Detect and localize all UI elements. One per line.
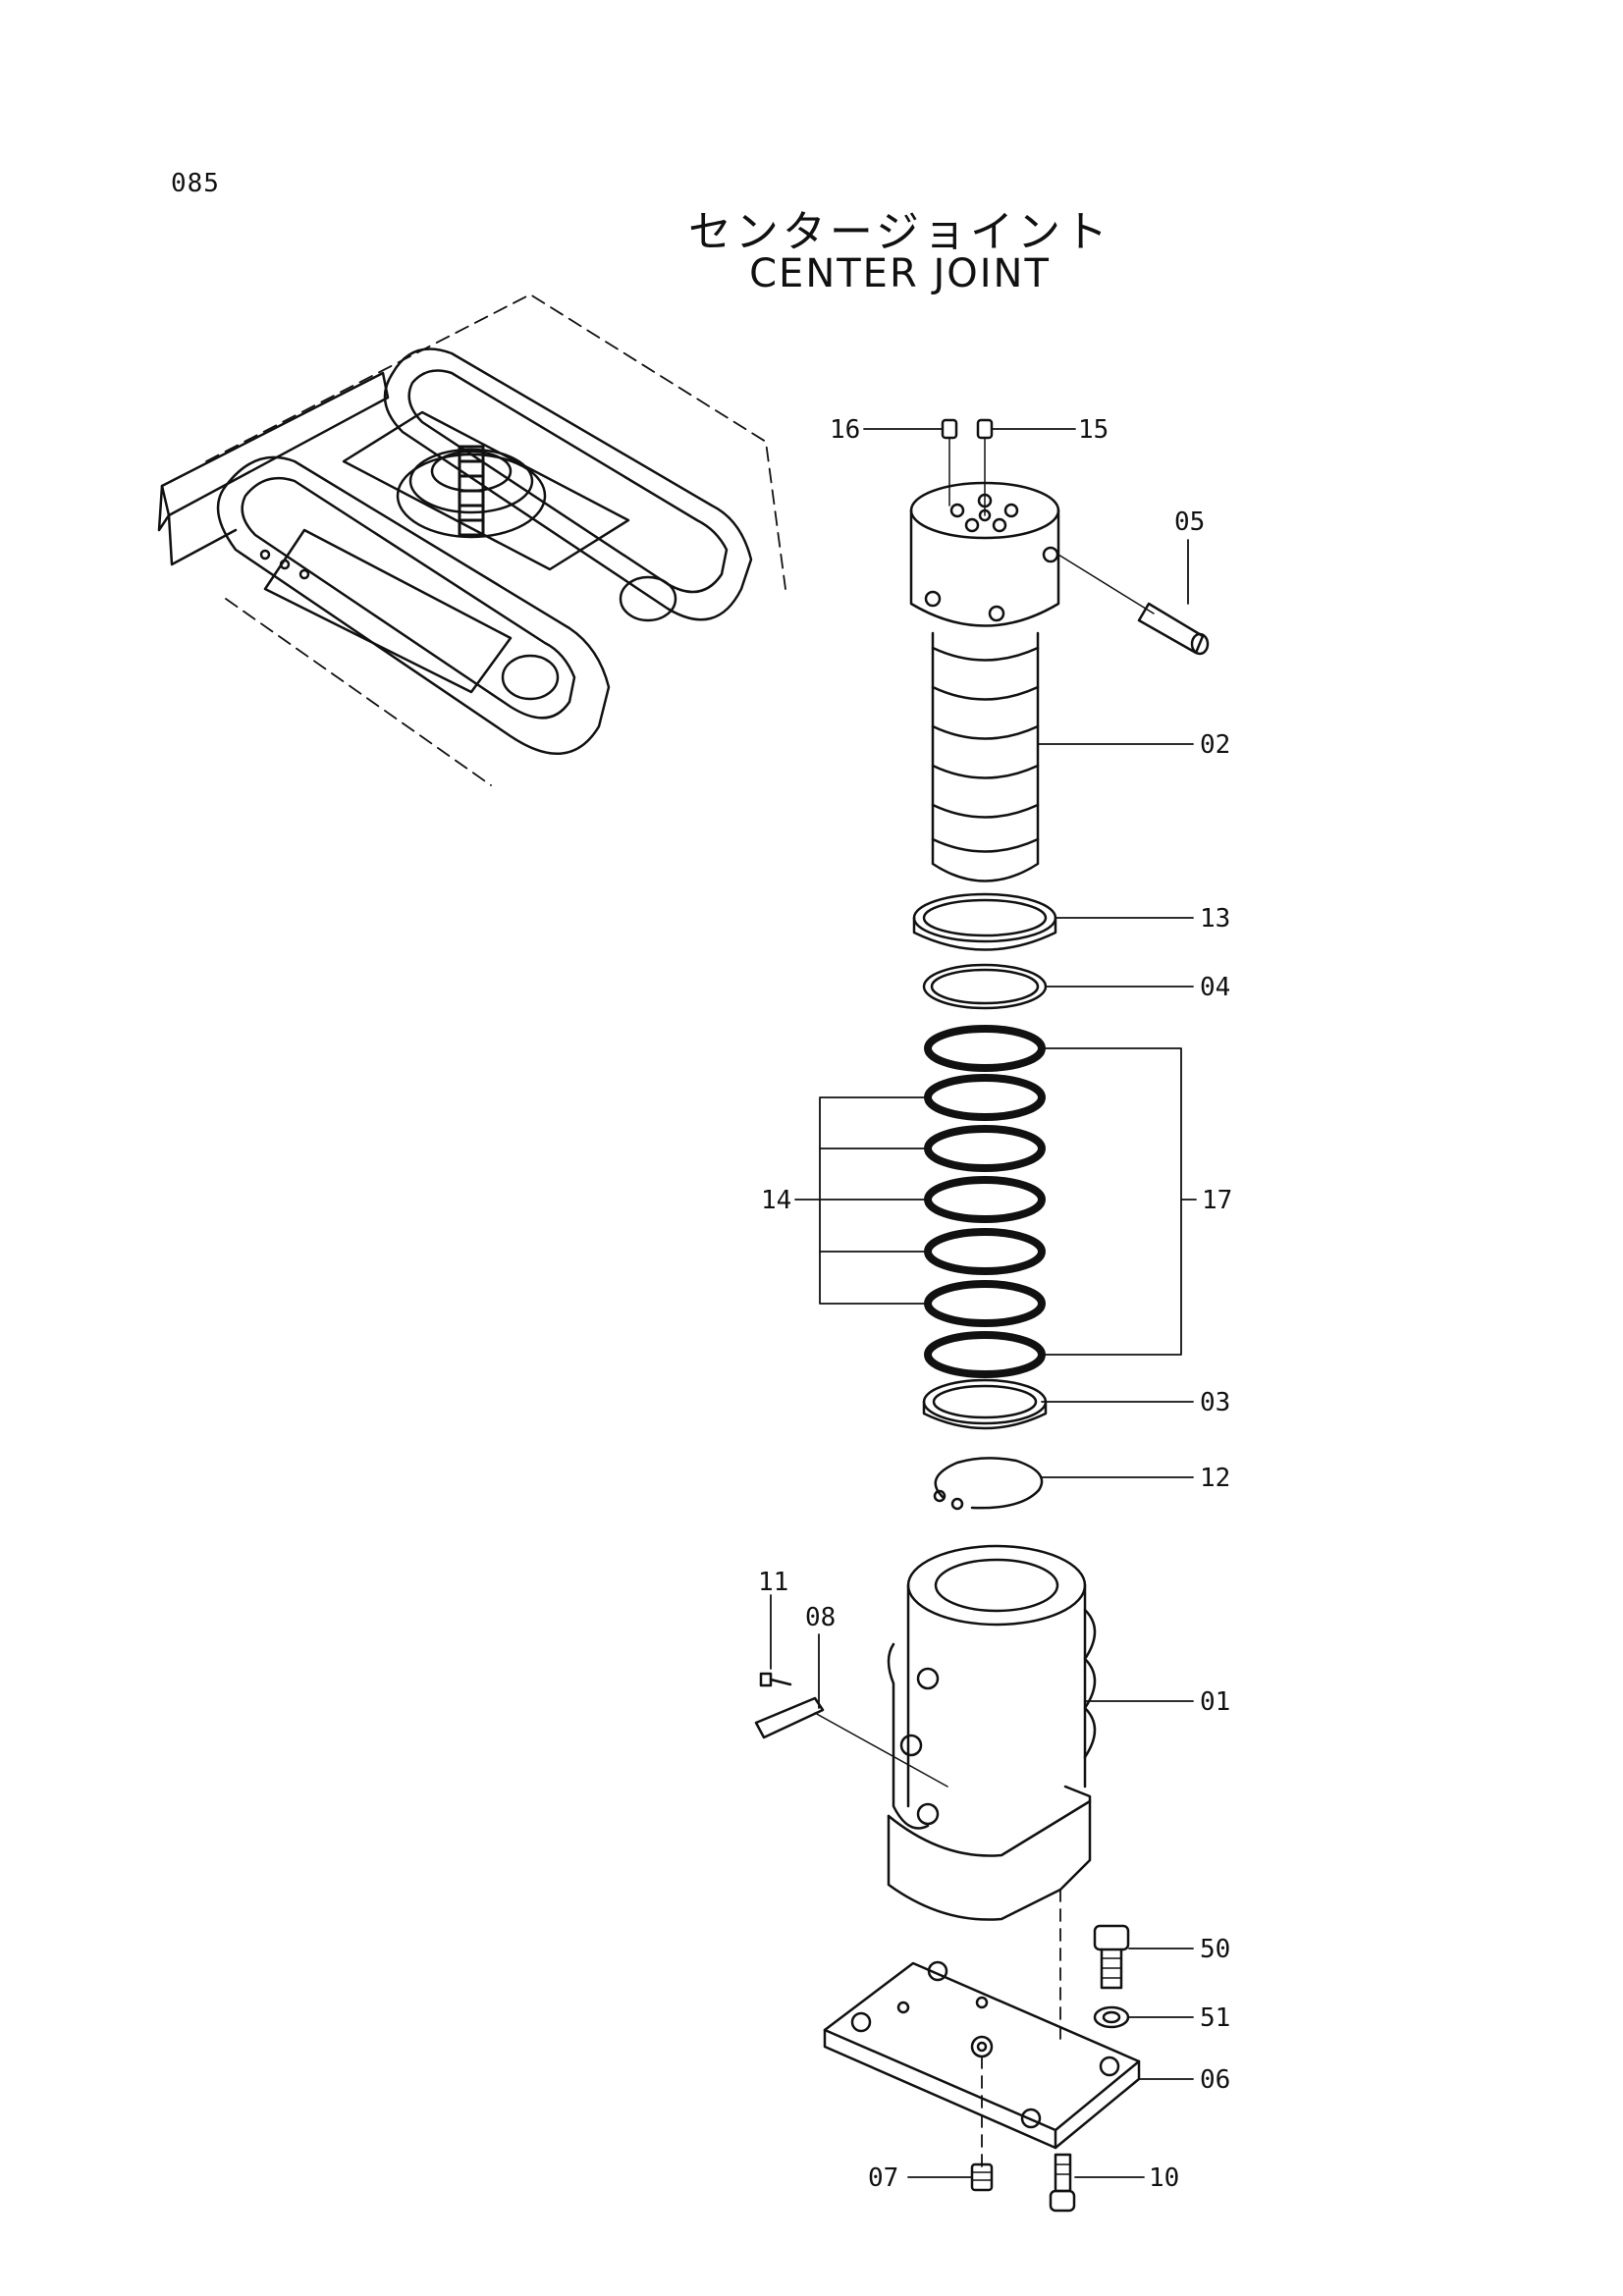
part-11-bolt: [759, 1672, 792, 1687]
callout-14: 14: [761, 1186, 791, 1215]
part-10-bolt: [1049, 2153, 1076, 2213]
callout-10: 10: [1149, 2163, 1179, 2193]
callout-08: 08: [805, 1603, 836, 1632]
part-14-17-seal-stack: [924, 1025, 1046, 1378]
part-12-snap-ring: [933, 1457, 1044, 1511]
callout-01: 01: [1200, 1687, 1230, 1717]
part-16-set-screw: [941, 418, 958, 507]
part-13-seal-ring: [912, 892, 1057, 951]
callout-02: 02: [1200, 730, 1230, 760]
callout-04: 04: [1200, 973, 1230, 1002]
callout-17: 17: [1202, 1186, 1232, 1215]
part-03-ring: [922, 1378, 1048, 1430]
callout-16: 16: [830, 415, 860, 445]
part-07-plug: [970, 2163, 994, 2192]
part-06-base-plate: [823, 1960, 1141, 2170]
callout-13: 13: [1200, 904, 1230, 934]
title-japanese: センタージョイント: [687, 207, 1112, 257]
callout-15: 15: [1078, 415, 1109, 445]
part-50-bolt: [1093, 1924, 1130, 1990]
leader-lines: [770, 428, 1197, 2178]
callout-labels: 16 15 05 02 13 04 14 17 03 12 11 08 01 5…: [758, 415, 1232, 2193]
part-05-pin: [1057, 554, 1210, 656]
part-04-ring: [922, 963, 1048, 1010]
callout-51: 51: [1200, 2003, 1230, 2033]
part-01-body: [887, 1544, 1097, 2043]
callout-50: 50: [1200, 1935, 1230, 1964]
page-number: 085: [171, 169, 220, 198]
callout-11: 11: [758, 1568, 788, 1597]
callout-06: 06: [1200, 2065, 1230, 2095]
part-51-washer: [1093, 2005, 1130, 2029]
callout-03: 03: [1200, 1388, 1230, 1417]
callout-12: 12: [1200, 1464, 1230, 1493]
part-08-plate: [754, 1696, 948, 1788]
callout-07: 07: [868, 2163, 898, 2193]
undercarriage-locator-illustration: [157, 294, 786, 786]
part-02-spindle: [909, 481, 1060, 882]
title-english: CENTER JOINT: [749, 251, 1051, 296]
callout-05: 05: [1174, 507, 1205, 537]
